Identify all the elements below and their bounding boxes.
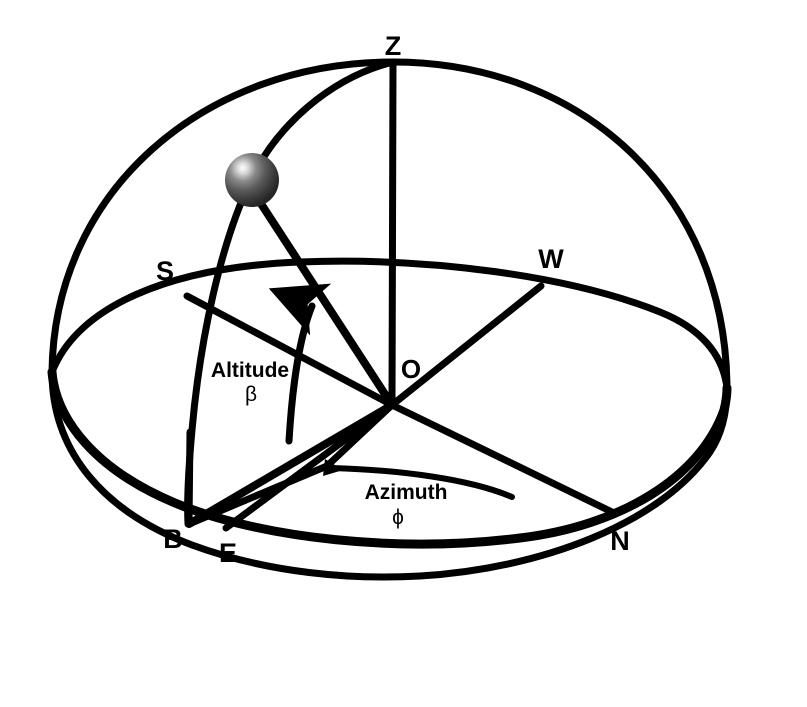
azimuth-wedge-edge bbox=[323, 401, 396, 470]
vertical-drop-b bbox=[185, 428, 194, 528]
radius-o-to-west bbox=[388, 282, 545, 409]
azimuth-angle-arc bbox=[329, 465, 515, 500]
radius-o-to-south bbox=[183, 292, 396, 409]
label-azimuth-symbol: ϕ bbox=[392, 506, 404, 529]
azimuth-arrow-icon bbox=[323, 459, 343, 476]
label-altitude-symbol: β bbox=[245, 383, 257, 406]
radius-o-to-north bbox=[388, 401, 616, 516]
label-azimuth: Azimuth bbox=[365, 481, 448, 504]
label-east: E bbox=[219, 538, 237, 568]
label-altitude: Altitude bbox=[211, 359, 289, 382]
base-edge-b-to-e bbox=[185, 462, 331, 528]
horizon-projection-o-to-b bbox=[185, 401, 396, 528]
label-zenith: Z bbox=[385, 31, 402, 61]
horizon-circle-front bbox=[47, 367, 732, 549]
label-base-point: B bbox=[163, 524, 183, 554]
label-west: W bbox=[538, 244, 564, 274]
label-south: S bbox=[156, 256, 174, 286]
vertical-circle-through-star bbox=[184, 58, 397, 528]
label-origin-observer: O bbox=[401, 354, 421, 384]
label-north: N bbox=[610, 526, 630, 556]
altitude-angle-arc bbox=[268, 283, 332, 445]
sphere-lower-silhouette bbox=[48, 368, 731, 581]
celestial-object-sphere bbox=[225, 153, 279, 207]
horizon-circle-back bbox=[48, 257, 731, 392]
zenith-axis-line bbox=[388, 58, 397, 409]
